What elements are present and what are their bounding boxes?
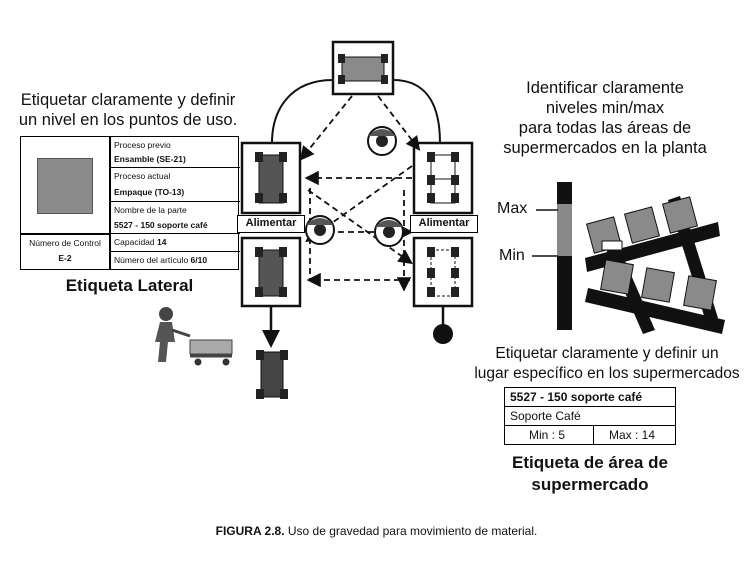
- feed-label-left: Alimentar: [237, 215, 305, 233]
- part-image: [37, 158, 93, 214]
- figure-caption: FIGURA 2.8. Uso de gravedad para movimie…: [0, 524, 753, 538]
- supermarket-instruction-line1: Etiquetar claramente y definir un: [495, 345, 719, 362]
- part-name-label: Nombre de la parte: [114, 205, 187, 215]
- control-number-value: E-2: [58, 253, 72, 263]
- left-exit-arrowhead: [262, 330, 280, 348]
- min-max-gauge: [532, 182, 572, 330]
- loop-path-right: [392, 79, 441, 144]
- left-instruction-line2: un nivel en los puntos de uso.: [18, 111, 238, 129]
- gravity-rack: [585, 196, 725, 334]
- exit-cart: [256, 350, 288, 399]
- curr-process-value: Empaque (TO-13): [114, 187, 185, 197]
- control-number-label: Número de Control: [29, 238, 101, 248]
- prev-process-value: Ensamble (SE-21): [114, 154, 186, 164]
- side-label-card: Proceso previo Ensamble (SE-21) Proceso …: [20, 136, 240, 270]
- supermarket-label-title-line2: supermercado: [531, 475, 649, 494]
- feed-label-right: Alimentar: [410, 215, 478, 233]
- supermarket-instruction: Etiquetar claramente y definir un lugar …: [462, 344, 752, 384]
- top-cart-box: [331, 40, 395, 96]
- curr-process-label: Proceso actual: [114, 171, 171, 181]
- right-cart-box-2: [412, 236, 474, 308]
- item-number-label: Número del artículo: [114, 255, 189, 265]
- right-instruction-line1: Identificar claramente: [526, 79, 684, 97]
- figure-caption-text: Uso de gravedad para movimiento de mater…: [284, 524, 538, 538]
- item-number-value: 6/10: [190, 255, 208, 265]
- supermarket-max: Max : 14: [609, 428, 656, 442]
- worker-icon-2: [305, 215, 335, 245]
- dashed-flow-arrows: [299, 95, 421, 292]
- right-instruction-line4: supermercados en la planta: [503, 139, 707, 157]
- gauge-max-label: Max: [497, 200, 528, 217]
- left-instruction: Etiquetar claramente y definir un nivel …: [8, 90, 248, 130]
- right-cart-box-1: [412, 141, 474, 215]
- loop-path-left: [271, 79, 334, 144]
- supermarket-label-title: Etiqueta de área de supermercado: [480, 452, 700, 496]
- right-instruction-line3: para todas las áreas de: [518, 119, 692, 137]
- supermarket-part: 5527 - 150 soporte café: [510, 390, 643, 404]
- right-instruction: Identificar claramente niveles min/max p…: [480, 78, 730, 158]
- worker-icon-1: [367, 126, 397, 156]
- right-end-dot: [433, 324, 453, 344]
- left-cart-box-2: [240, 236, 302, 308]
- side-label-title: Etiqueta Lateral: [65, 276, 194, 295]
- capacity-field: Capacidad 14: [114, 237, 166, 247]
- person-with-cart-icon: [155, 307, 233, 366]
- part-name-value: 5527 - 150 soporte café: [114, 220, 208, 230]
- prev-process-label: Proceso previo: [114, 140, 171, 150]
- supermarket-name: Soporte Café: [510, 409, 581, 423]
- left-cart-box-1: [240, 141, 302, 215]
- right-instruction-line2: niveles min/max: [545, 99, 665, 117]
- capacity-label: Capacidad: [114, 237, 155, 247]
- capacity-value: 14: [157, 237, 167, 247]
- figure-number: FIGURA 2.8.: [215, 524, 285, 538]
- gauge-min-label: Min: [499, 247, 525, 264]
- supermarket-label-card: 5527 - 150 soporte café Soporte Café Min…: [504, 387, 676, 445]
- supermarket-label-title-line1: Etiqueta de área de: [512, 453, 668, 472]
- supermarket-instruction-line2: lugar específico en los supermercados: [474, 365, 740, 382]
- worker-icon-3: [374, 217, 404, 247]
- supermarket-min: Min : 5: [529, 428, 566, 442]
- item-number-field: Número del artículo 6/10: [114, 255, 207, 265]
- left-instruction-line1: Etiquetar claramente y definir: [20, 91, 236, 109]
